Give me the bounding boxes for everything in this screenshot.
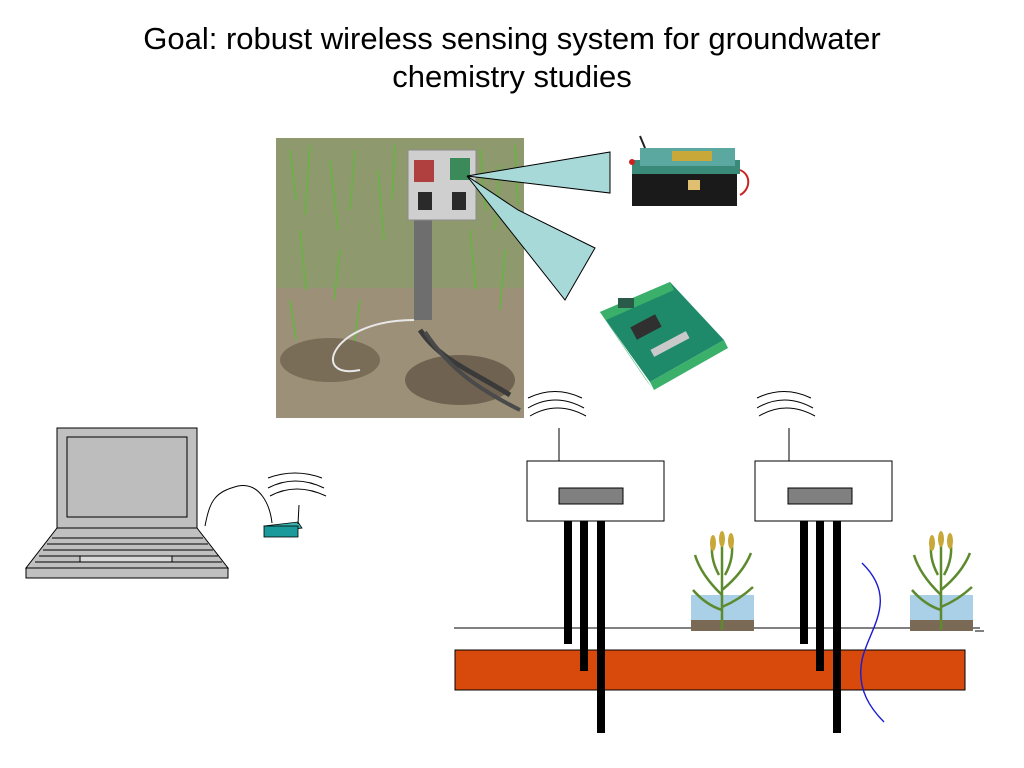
title-line-2: chemistry studies xyxy=(392,59,632,94)
base-station-icon xyxy=(263,504,303,538)
sensor-node-icon xyxy=(754,428,893,733)
field-deployment-photo xyxy=(276,138,524,418)
plant-icon xyxy=(691,531,754,631)
clay-layer xyxy=(454,649,966,691)
title-line-1: Goal: robust wireless sensing system for… xyxy=(143,21,881,56)
laptop-cable xyxy=(204,485,273,527)
interface-board-photo xyxy=(600,282,728,390)
water-table-curve xyxy=(860,562,885,723)
wireless-signal-icon xyxy=(267,472,327,497)
sensor-mote-board-photo xyxy=(626,133,750,223)
wireless-signal-icon xyxy=(756,391,816,417)
callout-to-mote xyxy=(466,151,611,194)
page-title: Goal: robust wireless sensing system for… xyxy=(0,20,1024,96)
sensor-node-icon xyxy=(526,428,665,733)
laptop-icon xyxy=(24,427,230,579)
plant-icon xyxy=(910,531,973,631)
wireless-signal-icon xyxy=(527,391,587,417)
callout-to-interface-board xyxy=(466,175,596,301)
